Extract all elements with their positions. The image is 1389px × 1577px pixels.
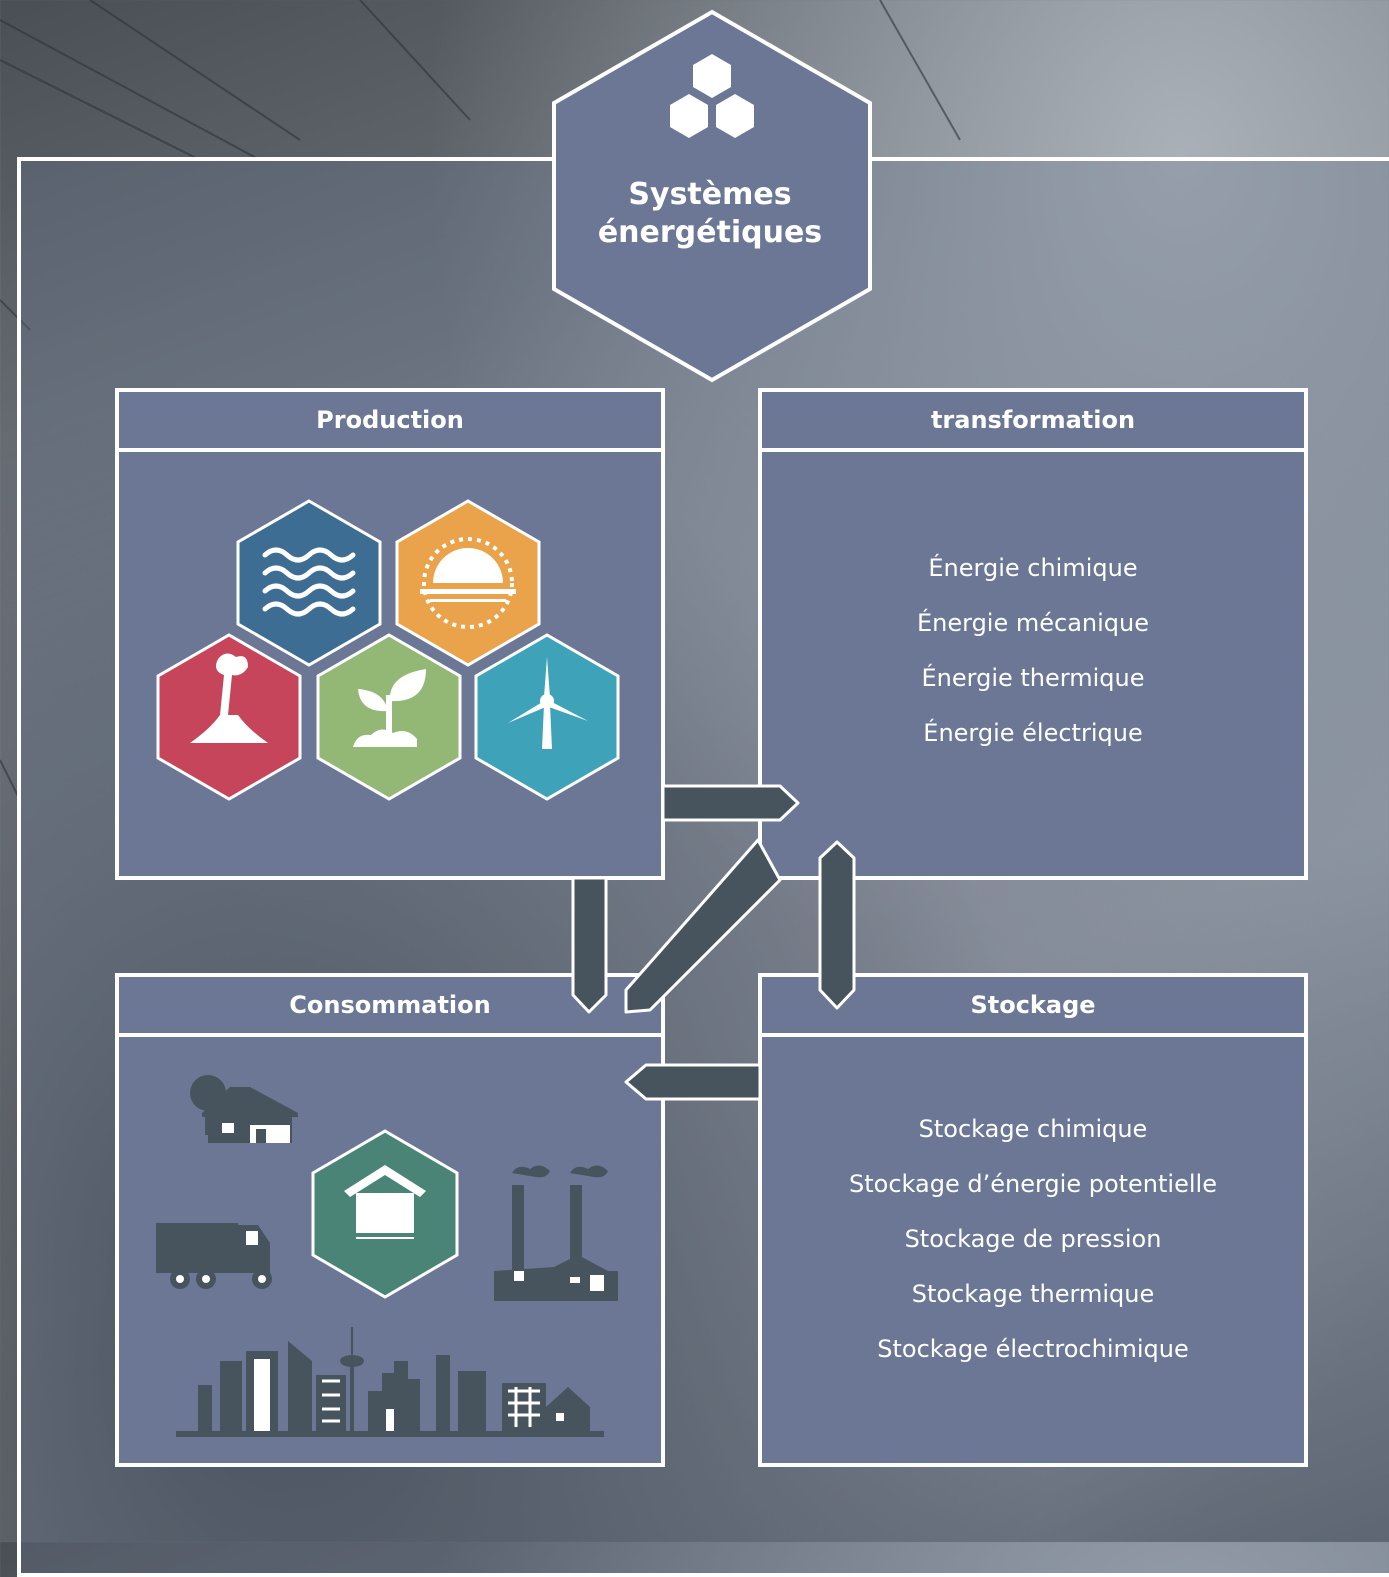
stockage-panel: Stockage chimique Stockage d’énergie pot…: [758, 1033, 1308, 1467]
house-icon: [190, 1075, 298, 1143]
arrow-production-to-consommation: [571, 876, 608, 1014]
arrow-transformation-to-consommation: [624, 838, 782, 1014]
consommation-icons: [156, 1075, 618, 1437]
production-icons: [156, 499, 620, 801]
list-item: Stockage électrochimique: [877, 1335, 1189, 1363]
sun-icon: [395, 499, 541, 667]
stockage-label: Stockage: [970, 991, 1096, 1019]
title-line-2: énergétiques: [597, 215, 823, 250]
list-item: Énergie chimique: [928, 554, 1138, 582]
city-skyline-icon: [176, 1327, 604, 1437]
title-line-1: Systèmes: [628, 177, 792, 212]
arrow-stockage-to-consommation: [624, 1063, 762, 1101]
page-title: Systèmes énergétiques: [560, 176, 860, 252]
list-item: Stockage thermique: [911, 1280, 1155, 1308]
volcano-icon: [156, 633, 302, 801]
water-waves-icon: [236, 499, 382, 667]
production-header: Production: [115, 388, 665, 452]
wind-turbine-icon: [474, 633, 620, 801]
home-hexagon-icon: [311, 1129, 459, 1299]
list-item: Énergie thermique: [921, 664, 1145, 692]
background-lines: [0, 0, 961, 801]
stockage-list: Stockage chimique Stockage d’énergie pot…: [762, 1102, 1304, 1377]
arrow-stockage-to-transformation: [818, 840, 856, 1010]
truck-icon: [156, 1223, 272, 1289]
plant-icon: [316, 633, 462, 801]
list-item: Stockage de pression: [904, 1225, 1162, 1253]
transformation-list: Énergie chimique Énergie mécanique Énerg…: [762, 541, 1304, 761]
production-label: Production: [316, 406, 464, 434]
transformation-label: transformation: [930, 406, 1136, 434]
list-item: Stockage d’énergie potentielle: [849, 1170, 1217, 1198]
consommation-label: Consommation: [289, 991, 491, 1019]
title-hexagon: [552, 9, 872, 383]
list-item: Stockage chimique: [918, 1115, 1148, 1143]
flow-arrows: [571, 784, 856, 1101]
factory-icon: [494, 1165, 618, 1301]
hexagon-cluster-icon: [670, 54, 754, 138]
arrow-production-to-transformation: [661, 784, 800, 822]
transformation-panel: Énergie chimique Énergie mécanique Énerg…: [758, 448, 1308, 880]
list-item: Énergie mécanique: [916, 609, 1150, 637]
list-item: Énergie électrique: [923, 719, 1143, 747]
transformation-header: transformation: [758, 388, 1308, 452]
